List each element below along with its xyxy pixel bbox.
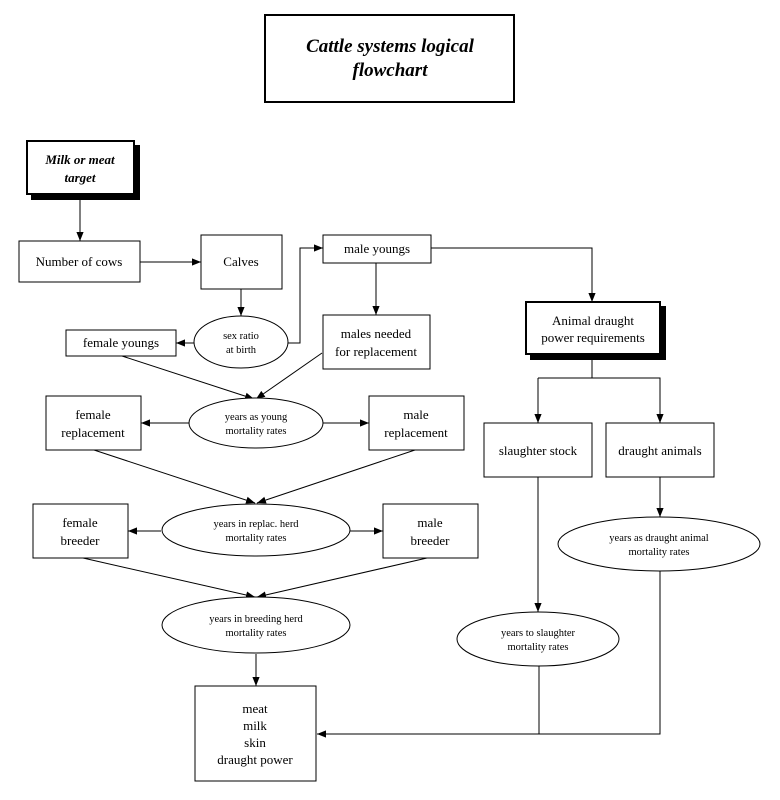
node-repl-mort-line-1: years in replac. herd xyxy=(213,519,299,530)
edge-male-breeder-to-breeding-mort xyxy=(256,557,428,599)
node-male-youngs: male youngs xyxy=(322,234,432,264)
node-draught-mort-line-1: years as draught animal xyxy=(609,533,709,544)
node-young-mort-line-2: mortality rates xyxy=(226,426,287,437)
node-male-repl-line-1: male xyxy=(403,407,428,422)
node-female-repl-line-1: female xyxy=(75,407,111,422)
node-slaughter-mort: years to slaughter mortality rates xyxy=(456,611,620,667)
node-draught-animals-label: draught animals xyxy=(618,443,701,458)
edge-males-needed-to-young-mort xyxy=(255,352,323,400)
edge-sex-ratio-to-male-youngs xyxy=(288,244,323,344)
node-female-breeder-line-2: breeder xyxy=(61,533,101,548)
node-outputs-line-2: milk xyxy=(243,718,267,733)
node-female-repl: female replacement xyxy=(45,395,142,451)
title-line-2: flowchart xyxy=(353,60,429,81)
edge-female-youngs-to-young-mort xyxy=(121,355,255,400)
node-cows-label: Number of cows xyxy=(36,254,123,269)
node-calves: Calves xyxy=(200,234,283,290)
node-breeding-mort: years in breeding herd mortality rates xyxy=(161,596,351,654)
edge-draught-mort-to-outputs xyxy=(317,571,661,738)
node-cows: Number of cows xyxy=(18,240,141,283)
node-sex-ratio: sex ratio at birth xyxy=(193,315,289,369)
edge-female-repl-to-repl-mort xyxy=(93,449,256,504)
node-slaughter-stock-label: slaughter stock xyxy=(499,443,578,458)
node-slaughter-stock: slaughter stock xyxy=(483,422,593,478)
node-breeding-mort-line-1: years in breeding herd xyxy=(209,614,303,625)
node-male-breeder: male breeder xyxy=(382,503,479,559)
node-slaughter-mort-line-2: mortality rates xyxy=(508,642,569,653)
node-calves-label: Calves xyxy=(223,254,258,269)
edge-male-youngs-to-draught-req xyxy=(431,247,596,302)
node-breeding-mort-line-2: mortality rates xyxy=(226,628,287,639)
node-males-needed-line-1: males needed xyxy=(341,326,412,341)
node-male-breeder-line-1: male xyxy=(417,515,442,530)
node-draught-req: Animal draught power requirements xyxy=(525,301,666,360)
node-sex-ratio-line-2: at birth xyxy=(226,345,257,356)
node-repl-mort: years in replac. herd mortality rates xyxy=(161,503,351,557)
node-males-needed-line-2: for replacement xyxy=(335,344,417,359)
edges xyxy=(76,196,664,738)
node-outputs-line-3: skin xyxy=(244,735,266,750)
node-draught-req-line-1: Animal draught xyxy=(552,313,634,328)
node-female-breeder: female breeder xyxy=(32,503,129,559)
title-line-1: Cattle systems logical xyxy=(306,36,475,57)
node-target-line-1: Milk or meat xyxy=(44,152,115,167)
node-male-repl: male replacement xyxy=(368,395,465,451)
node-outputs-line-1: meat xyxy=(242,701,268,716)
node-young-mort-line-1: years as young xyxy=(225,412,288,423)
edge-male-repl-to-repl-mort xyxy=(256,449,416,504)
node-draught-animals: draught animals xyxy=(605,422,715,478)
node-female-breeder-line-1: female xyxy=(62,515,98,530)
node-outputs: meat milk skin draught power xyxy=(194,685,317,782)
node-repl-mort-line-2: mortality rates xyxy=(226,533,287,544)
title-box: Cattle systems logical flowchart xyxy=(264,14,515,103)
node-male-breeder-line-2: breeder xyxy=(411,533,451,548)
node-draught-mort: years as draught animal mortality rates xyxy=(557,516,761,572)
node-males-needed: males needed for replacement xyxy=(322,314,431,370)
node-target-line-2: target xyxy=(64,170,95,185)
node-slaughter-mort-line-1: years to slaughter xyxy=(501,628,576,639)
node-draught-mort-line-2: mortality rates xyxy=(629,547,690,558)
node-draught-req-line-2: power requirements xyxy=(541,330,645,345)
node-female-youngs: female youngs xyxy=(65,329,177,357)
edge-female-breeder-to-breeding-mort xyxy=(82,557,256,599)
node-young-mort: years as young mortality rates xyxy=(188,397,324,449)
node-sex-ratio-line-1: sex ratio xyxy=(223,331,259,342)
node-male-repl-line-2: replacement xyxy=(384,425,448,440)
node-male-youngs-label: male youngs xyxy=(344,241,410,256)
node-female-youngs-label: female youngs xyxy=(83,335,159,350)
node-target: Milk or meat target xyxy=(26,140,140,200)
node-female-repl-line-2: replacement xyxy=(61,425,125,440)
edge-branch-to-draught-animals xyxy=(538,377,664,423)
node-outputs-line-4: draught power xyxy=(217,752,293,767)
